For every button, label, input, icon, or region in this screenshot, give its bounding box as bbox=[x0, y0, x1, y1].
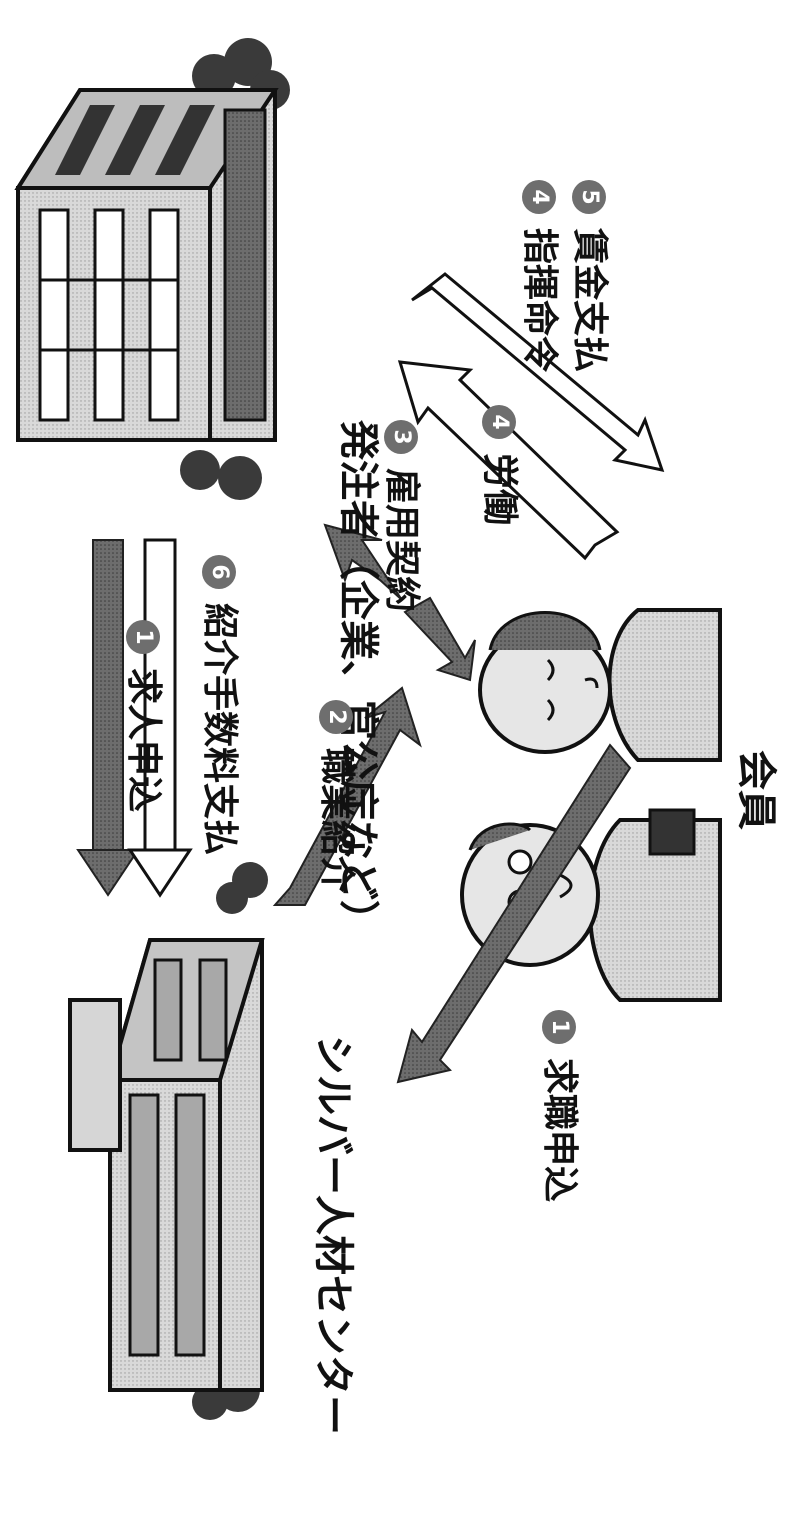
instruction-text: 指揮命令 bbox=[519, 228, 560, 373]
arrow-job-offer bbox=[76, 539, 140, 897]
job-offer-label: 1 求人申込 bbox=[123, 620, 164, 813]
step-badge: 4 bbox=[522, 180, 556, 214]
step-badge: 6 bbox=[202, 555, 236, 589]
arrow-job-application bbox=[396, 743, 632, 1084]
wage-text: 賃金支払 bbox=[569, 228, 610, 373]
client-building-icon bbox=[14, 38, 290, 500]
arrow-employment bbox=[323, 523, 476, 682]
referral-text: 職業紹介 bbox=[316, 748, 357, 893]
job-application-label: 1 求職申込 bbox=[539, 1010, 580, 1203]
arrow-referral bbox=[272, 686, 422, 906]
labor-text: 労働 bbox=[479, 453, 520, 526]
step-badge: 5 bbox=[572, 180, 606, 214]
step-badge: 3 bbox=[384, 420, 418, 454]
employment-label: 3 雇用契約 bbox=[381, 420, 422, 613]
arrow-fee-payment bbox=[127, 538, 193, 898]
member-label: 会員 bbox=[733, 750, 779, 830]
wage-label: 5 賃金支払 bbox=[569, 180, 610, 373]
arrow-instruction-wage bbox=[411, 272, 665, 473]
center-label-text: シルバー人材センター bbox=[310, 1035, 356, 1435]
fee-payment-text: 紹介手数料支払 bbox=[199, 603, 240, 856]
instruction-label: 4 指揮命令 bbox=[519, 180, 560, 373]
referral-label: 2 職業紹介 bbox=[316, 700, 357, 893]
step-badge: 1 bbox=[542, 1010, 576, 1044]
center-label: シルバー人材センター bbox=[310, 1035, 356, 1435]
arrow-labor bbox=[397, 360, 620, 561]
job-offer-text: 求人申込 bbox=[123, 668, 164, 813]
fee-payment-label: 6 紹介手数料支払 bbox=[199, 555, 240, 856]
step-badge: 4 bbox=[482, 405, 516, 439]
member-label-text: 会員 bbox=[733, 750, 779, 830]
employment-text: 雇用契約 bbox=[381, 468, 422, 613]
job-application-text: 求職申込 bbox=[539, 1058, 580, 1203]
step-badge: 2 bbox=[319, 700, 353, 734]
center-building-icon bbox=[68, 862, 268, 1420]
labor-label: 4 労働 bbox=[479, 405, 520, 526]
step-badge: 1 bbox=[126, 620, 160, 654]
